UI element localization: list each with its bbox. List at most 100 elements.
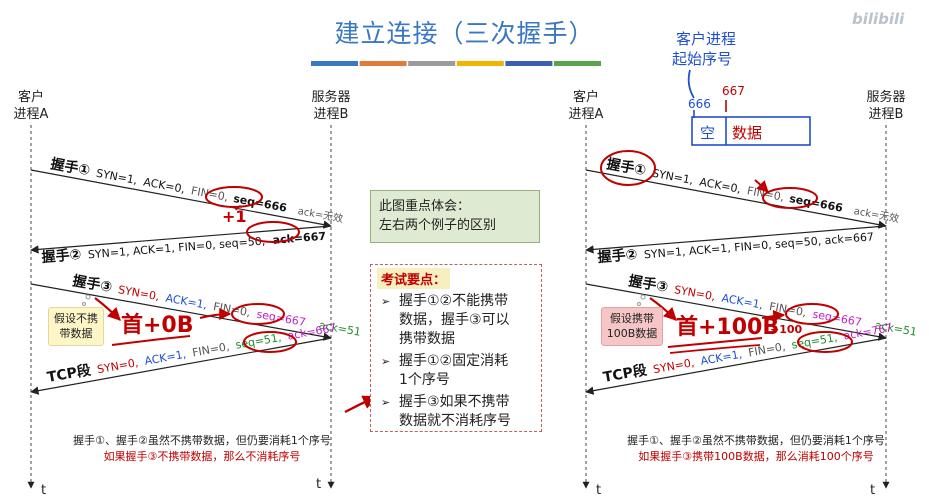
right-hand-underline-1: [667, 337, 763, 348]
left-server-label-2: 进程B: [314, 107, 349, 122]
left-bubble-line1: 假设不携: [54, 312, 98, 325]
right-server-label-2: 进程B: [869, 107, 904, 122]
right-server-label-1: 服务器: [866, 89, 905, 105]
left-note-1: 握手①、握手②虽然不携带数据，但仍要消耗1个序号: [73, 434, 331, 447]
left-hand-first: 首+0B: [121, 312, 194, 338]
bullet-arrow-icon: ➢: [381, 355, 391, 368]
exam-item-3-line2: 数据就不消耗序号: [399, 413, 511, 429]
right-seg-box: [691, 116, 811, 146]
right-arrow-handshake1: [585, 169, 887, 229]
left-hand-arrow: [94, 297, 121, 321]
left-server-label-1: 服务器: [311, 89, 350, 105]
exam-item-1-line1: 握手①②不能携带: [399, 293, 509, 309]
left-row2-name: 握手②: [41, 246, 82, 266]
right-hand-arrow-seq: [761, 309, 786, 322]
right-row1: 握手① SYN=1, ACK=0, FIN=0, seq=666 ack=无效: [605, 155, 900, 226]
right-hand-arrow: [649, 297, 677, 321]
summary-box: 此图重点体会： 左右两个例子的区别: [370, 190, 540, 243]
left-arrow-handshake1: [30, 169, 332, 229]
right-seq667-circle: [785, 303, 839, 325]
left-seq667-circle: [231, 303, 285, 325]
left-seq666-circle: [205, 186, 263, 208]
right-row2-text: SYN=1, ACK=1, FIN=0, seq=50, ack=667: [643, 230, 874, 261]
left-arrow-handshake2: [30, 225, 332, 254]
right-hand-first: 首+100B: [676, 314, 779, 340]
left-arrow-tcp-segment: [30, 337, 332, 395]
right-seg-data: 数据: [732, 124, 762, 142]
right-bubble-line1: 假设携带: [610, 312, 654, 325]
exam-item-1-line2: 数据，握手③可以: [399, 312, 510, 328]
right-row3-syn: SYN=0,: [673, 283, 716, 303]
right-client-label-2: 进程A: [569, 107, 604, 122]
left-ack667-circle: [246, 221, 300, 243]
exam-item-1: ➢ 握手①②不能携带 数据，握手③可以 携带数据: [371, 292, 541, 349]
left-row1-syn: SYN=1,: [95, 167, 138, 187]
right-row2-name: 握手②: [597, 246, 638, 266]
right-row1-ackval: ack=无效: [853, 204, 900, 225]
exam-item-1-line3: 携带数据: [399, 331, 455, 347]
left-arrow-handshake3: [30, 283, 332, 341]
left-hand-arrow-seq: [199, 308, 232, 321]
right-hand-667: 667: [722, 84, 745, 98]
left-client-label-1: 客户: [18, 89, 44, 105]
right-hand-underline-2: [669, 344, 761, 354]
left-hand-underline: [111, 335, 191, 346]
right-arrow-handshake3: [585, 283, 887, 341]
right-hand-title-1: 客户进程: [676, 30, 736, 48]
right-ack767-circle: [797, 331, 853, 353]
right-hand-title-2: 起始序号: [672, 50, 732, 68]
right-bubble-dot: [640, 294, 646, 300]
slide-title: 建立连接（三次握手）: [334, 19, 595, 48]
right-seg-empty: 空: [700, 124, 715, 142]
left-row1-ack: ACK=0,: [142, 175, 186, 195]
right-hand-plus100: +100: [770, 323, 803, 336]
right-hand-666: 666: [688, 97, 711, 111]
right-row1-name: 握手①: [605, 155, 647, 179]
right-server-t: t: [870, 483, 875, 498]
right-seq666-circle: [762, 187, 818, 209]
exam-item-2-line1: 握手①②固定消耗: [399, 353, 509, 369]
left-row1-name: 握手①: [49, 155, 91, 179]
left-bubble-dot: [85, 294, 91, 300]
left-note-2: 如果握手③不携带数据，那么不消耗序号: [103, 450, 301, 463]
right-arrow-tcp-segment: [585, 337, 887, 395]
right-arrow-handshake2: [585, 225, 887, 254]
left-bubble-line2: 带数据: [59, 327, 93, 340]
right-note-2: 如果握手③携带100B数据，那么消耗100个序号: [638, 450, 874, 463]
left-row3-name: 握手③: [71, 272, 113, 296]
left-client-label-2: 进程A: [14, 107, 49, 122]
left-row4-fin: FIN=0,: [191, 340, 230, 359]
left-row1-ackval: ack=无效: [297, 204, 344, 225]
right-hand-arrow-666: [687, 69, 695, 99]
summary-line2: 左右两个例子的区别: [379, 218, 497, 233]
summary-line1: 此图重点体会：: [379, 199, 471, 214]
left-hand-plus1: +1: [222, 207, 247, 226]
left-server-t: t: [316, 477, 321, 492]
exam-item-3: ➢ 握手③如果不携带 数据就不消耗序号: [371, 393, 541, 431]
right-handshake1-circle: [600, 150, 656, 186]
left-bubble-dot-2: [82, 302, 86, 306]
right-client-t: t: [596, 483, 601, 498]
right-row2: 握手② SYN=1, ACK=1, FIN=0, seq=50, ack=667: [597, 227, 874, 266]
right-bubble-line2: 100B数据: [606, 327, 658, 340]
left-row2-ackval: ack=667: [272, 230, 326, 247]
exam-title: 考试要点：: [377, 268, 451, 289]
exam-points-box: 考试要点： ➢ 握手①②不能携带 数据，握手③可以 携带数据 ➢ 握手①②固定消…: [370, 264, 542, 432]
exam-item-3-line1: 握手③如果不携带: [399, 394, 510, 410]
exam-item-2: ➢ 握手①②固定消耗 1个序号: [371, 352, 541, 390]
left-ack667-circle-2: [243, 331, 297, 353]
right-assumption-bubble: 假设携带 100B数据: [601, 307, 663, 346]
bullet-arrow-icon: ➢: [381, 396, 391, 409]
left-hand-arrow-plus1: [235, 205, 243, 211]
right-bubble-dot-2: [637, 302, 641, 306]
right-diagram: 客户 进程A 服务器 进程B t t 握手① SYN=1, ACK=0, FIN…: [569, 30, 918, 498]
exam-item-2-line2: 1个序号: [399, 372, 450, 388]
right-note-1: 握手①、握手②虽然不携带数据，但仍要消耗1个序号: [627, 434, 885, 447]
watermark: bilibili: [852, 10, 905, 28]
right-row3-name: 握手③: [627, 272, 669, 296]
left-assumption-bubble: 假设不携 带数据: [48, 307, 104, 346]
right-client-label-1: 客户: [573, 89, 599, 105]
right-row3-ack: ACK=1,: [721, 292, 765, 312]
